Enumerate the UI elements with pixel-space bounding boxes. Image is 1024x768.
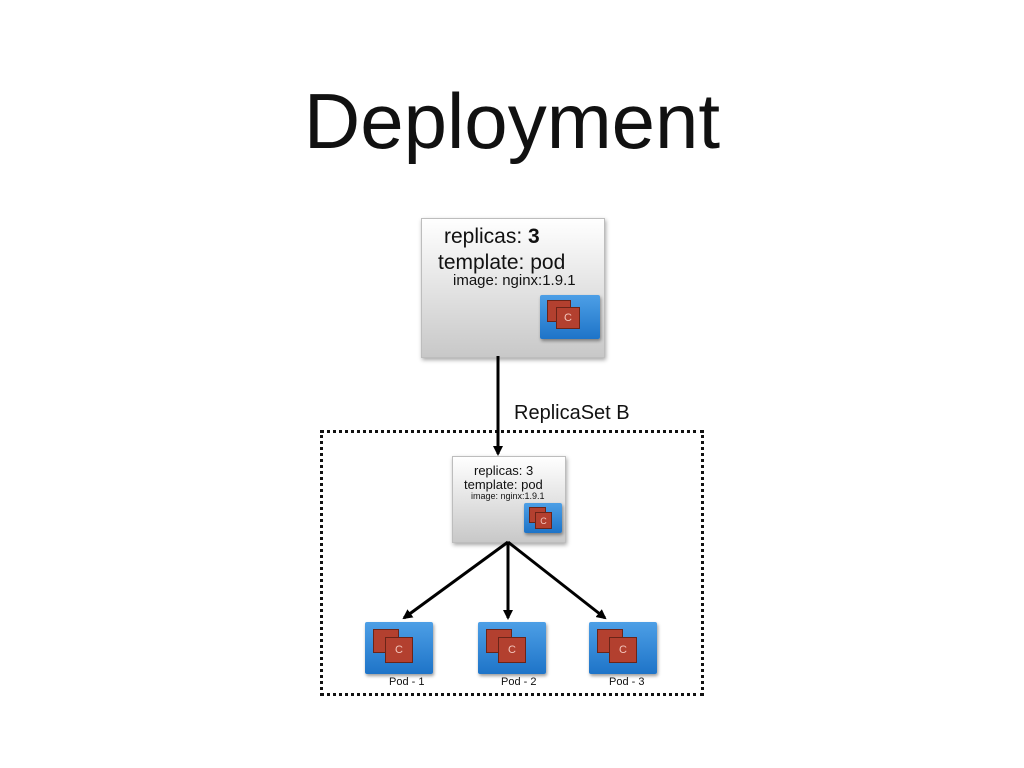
container-icon: C xyxy=(556,307,580,329)
replicaset-template: template: pod xyxy=(464,477,543,492)
container-icon: C xyxy=(385,637,413,663)
deployment-replicas: replicas: 3 xyxy=(444,225,540,249)
deployment-replicas-label: replicas: xyxy=(444,225,523,248)
container-icon: C xyxy=(609,637,637,663)
pod-1-label: Pod - 1 xyxy=(389,676,425,688)
container-letter: C xyxy=(564,312,572,324)
deployment-pod-template-icon: C xyxy=(540,295,600,339)
pod-2-label: Pod - 2 xyxy=(501,676,537,688)
container-icon: C xyxy=(535,512,552,529)
pod-2: C xyxy=(478,622,546,674)
replicaset-image: image: nginx:1.9.1 xyxy=(471,491,545,501)
container-icon: C xyxy=(498,637,526,663)
replicaset-replicas: replicas: 3 xyxy=(474,463,534,478)
deployment-template: template: pod xyxy=(438,251,566,274)
slide-title: Deployment xyxy=(303,77,721,165)
deployment-image: image: nginx:1.9.1 xyxy=(453,272,576,289)
container-letter: C xyxy=(540,515,547,526)
replicaset-name: ReplicaSet B xyxy=(514,402,630,424)
container-letter: C xyxy=(395,644,403,656)
container-letter: C xyxy=(508,644,516,656)
deployment-spec-box: replicas: 3 template: pod image: nginx:1… xyxy=(421,218,605,358)
deployment-replicas-value: 3 xyxy=(528,225,540,248)
pod-3-label: Pod - 3 xyxy=(609,676,645,688)
pod-1: C xyxy=(365,622,433,674)
pod-3: C xyxy=(589,622,657,674)
arrow-replicaset-to-pod-3 xyxy=(507,540,607,620)
arrow-replicaset-to-pod-1 xyxy=(402,540,509,620)
container-letter: C xyxy=(619,644,627,656)
replicaset-pod-template-icon: C xyxy=(524,503,562,533)
replicaset-boundary xyxy=(320,430,704,696)
